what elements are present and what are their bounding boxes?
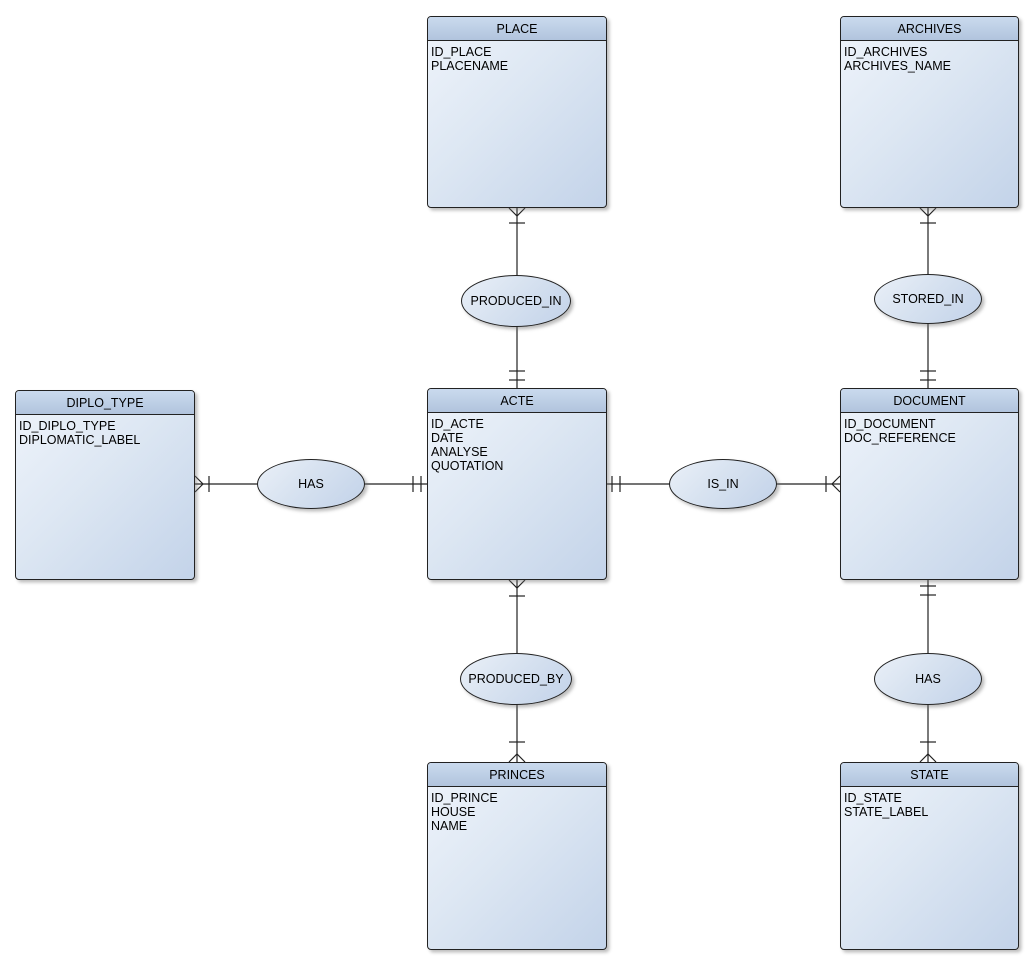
crow-foot-icon	[508, 753, 526, 763]
crow-foot-icon	[508, 207, 526, 217]
relationship-produced-in[interactable]: PRODUCED_IN	[461, 275, 571, 327]
attribute: ANALYSE	[431, 445, 488, 459]
entity-princes[interactable]: PRINCES ID_PRINCE HOUSE NAME	[427, 762, 607, 950]
crow-foot-icon	[508, 579, 526, 589]
attribute: QUOTATION	[431, 459, 504, 473]
attribute: NAME	[431, 819, 468, 833]
attribute: ID_ACTE	[431, 417, 484, 431]
entity-attribute-list: ID_ARCHIVES ARCHIVES_NAME	[841, 41, 1018, 207]
entity-attribute-list: ID_ACTE DATE ANALYSE QUOTATION	[428, 413, 606, 579]
relationship-label: STORED_IN	[892, 292, 964, 306]
relationship-label: PRODUCED_BY	[468, 672, 564, 686]
entity-diplo-type[interactable]: DIPLO_TYPE ID_DIPLO_TYPE DIPLOMATIC_LABE…	[15, 390, 195, 580]
entity-title: ARCHIVES	[841, 17, 1018, 41]
attribute: DIPLOMATIC_LABEL	[19, 433, 141, 447]
attribute: ID_ARCHIVES	[844, 45, 928, 59]
attribute: DOC_REFERENCE	[844, 431, 956, 445]
crow-foot-icon	[919, 207, 937, 217]
crow-foot-icon	[194, 475, 204, 493]
entity-document[interactable]: DOCUMENT ID_DOCUMENT DOC_REFERENCE	[840, 388, 1019, 580]
entity-state[interactable]: STATE ID_STATE STATE_LABEL	[840, 762, 1019, 950]
entity-title: PRINCES	[428, 763, 606, 787]
crow-foot-icon	[919, 753, 937, 763]
entity-attribute-list: ID_STATE STATE_LABEL	[841, 787, 1018, 949]
entity-attribute-list: ID_PRINCE HOUSE NAME	[428, 787, 606, 949]
attribute: ARCHIVES_NAME	[844, 59, 951, 73]
relationship-stored-in[interactable]: STORED_IN	[874, 274, 982, 324]
entity-attribute-list: ID_DOCUMENT DOC_REFERENCE	[841, 413, 1018, 579]
relationship-is-in[interactable]: IS_IN	[669, 459, 777, 509]
entity-acte[interactable]: ACTE ID_ACTE DATE ANALYSE QUOTATION	[427, 388, 607, 580]
entity-title: PLACE	[428, 17, 606, 41]
crow-foot-icon	[831, 475, 841, 493]
entity-title: STATE	[841, 763, 1018, 787]
attribute: ID_PLACE	[431, 45, 492, 59]
relationship-label: PRODUCED_IN	[470, 294, 562, 308]
entity-title: DIPLO_TYPE	[16, 391, 194, 415]
entity-attribute-list: ID_DIPLO_TYPE DIPLOMATIC_LABEL	[16, 415, 194, 579]
relationship-produced-by[interactable]: PRODUCED_BY	[460, 653, 572, 705]
attribute: ID_DOCUMENT	[844, 417, 936, 431]
attribute: DATE	[431, 431, 464, 445]
relationship-has-document-state[interactable]: HAS	[874, 653, 982, 705]
entity-place[interactable]: PLACE ID_PLACE PLACENAME	[427, 16, 607, 208]
entity-title: ACTE	[428, 389, 606, 413]
attribute: ID_PRINCE	[431, 791, 498, 805]
relationship-label: HAS	[298, 477, 324, 491]
relationship-has-diplo-type-acte[interactable]: HAS	[257, 459, 365, 509]
attribute: PLACENAME	[431, 59, 509, 73]
entity-attribute-list: ID_PLACE PLACENAME	[428, 41, 606, 207]
attribute: ID_DIPLO_TYPE	[19, 419, 116, 433]
entity-archives[interactable]: ARCHIVES ID_ARCHIVES ARCHIVES_NAME	[840, 16, 1019, 208]
relationship-label: HAS	[915, 672, 941, 686]
attribute: HOUSE	[431, 805, 476, 819]
attribute: ID_STATE	[844, 791, 902, 805]
relationship-label: IS_IN	[707, 477, 739, 491]
attribute: STATE_LABEL	[844, 805, 929, 819]
entity-title: DOCUMENT	[841, 389, 1018, 413]
